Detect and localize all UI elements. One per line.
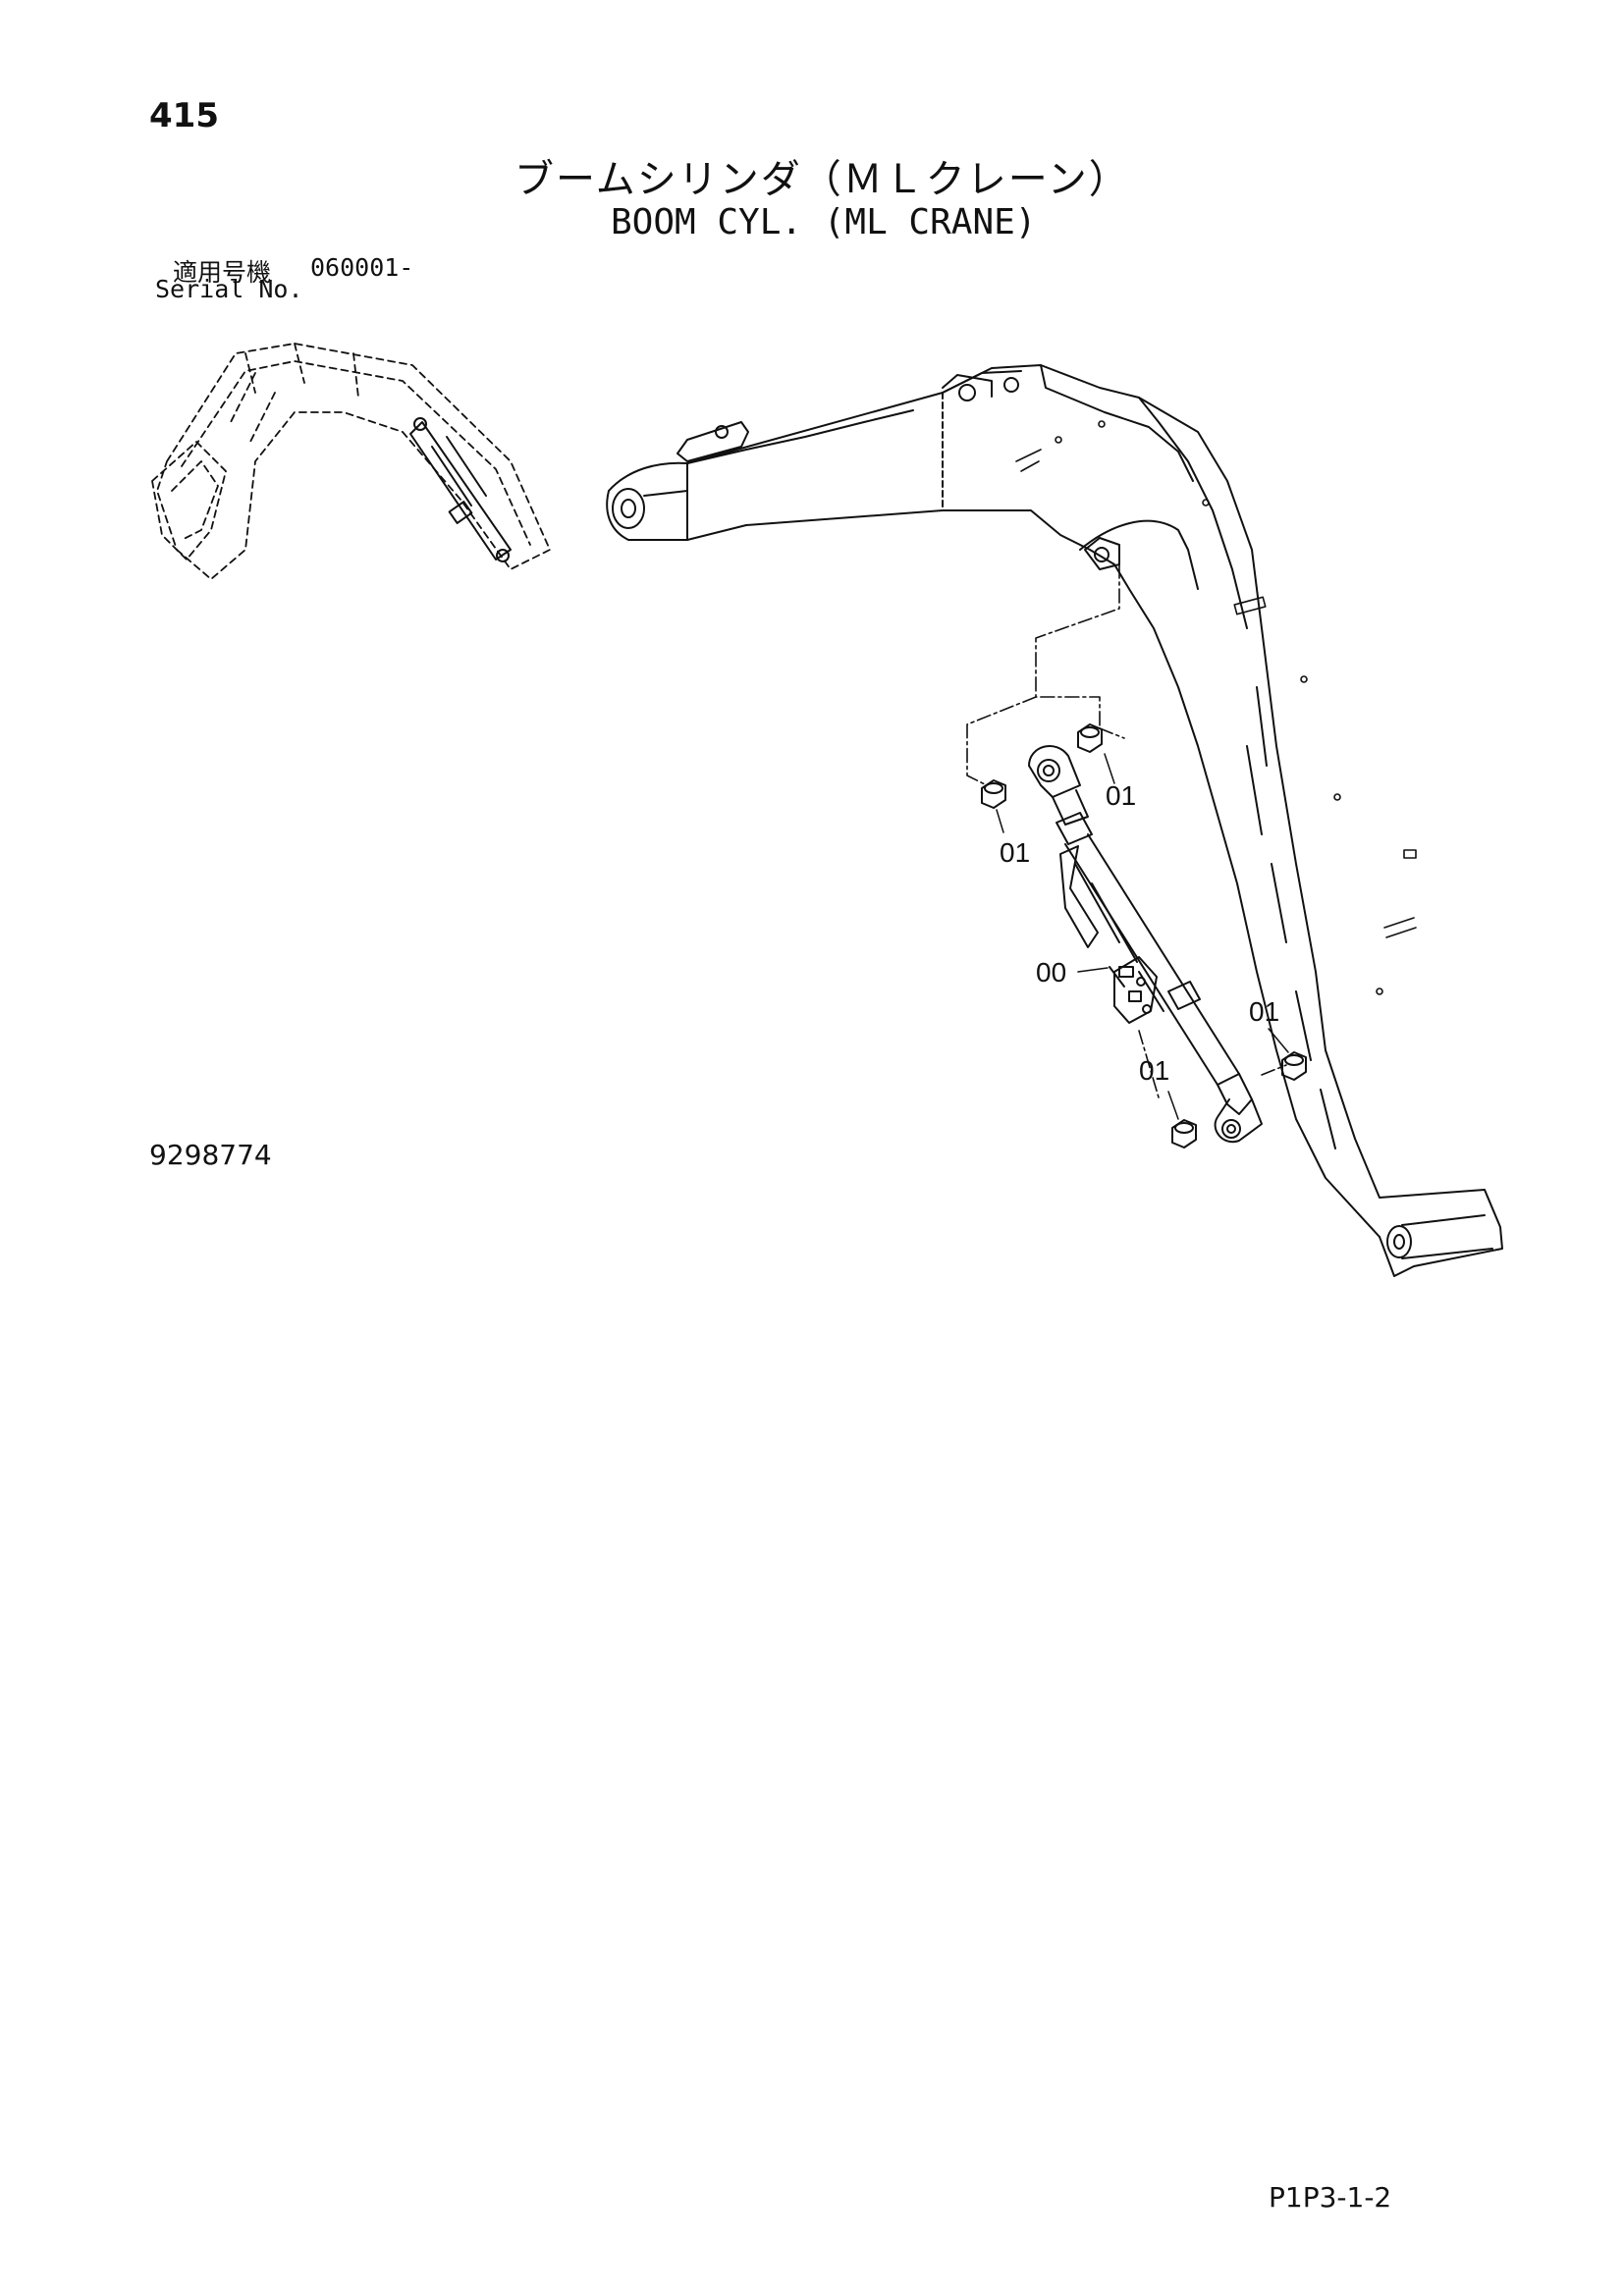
boom-side-details <box>1015 420 1417 995</box>
nut-upper-right <box>1077 723 1103 753</box>
boom-head-pin <box>612 488 688 529</box>
overview-cylinder <box>409 417 512 562</box>
page-number: 415 <box>149 96 219 135</box>
callout-01-upper-left: 01 <box>1000 837 1030 868</box>
callout-01-lower-right: 01 <box>1249 996 1279 1027</box>
callout-01-lower-left: 01 <box>1139 1055 1169 1086</box>
boom-cylinder-mount-bracket <box>1084 537 1120 570</box>
serial-label-english: Serial No. <box>155 275 303 303</box>
page-title-english: BOOM CYL. (ML CRANE) <box>611 202 1037 242</box>
serial-range: 060001- <box>310 253 414 282</box>
callout-leaders <box>996 753 1289 1120</box>
nut-lower-left <box>1171 1119 1197 1148</box>
page-title-japanese: ブームシリンダ（ＭＬクレーン） <box>514 157 1130 202</box>
nut-upper-left <box>981 779 1006 809</box>
boom-cylinder <box>1028 745 1263 1144</box>
arm-cylinder-bracket <box>677 374 1019 462</box>
boom-foot-pin <box>1386 1214 1493 1259</box>
drawing-number: 9298774 <box>149 1139 272 1171</box>
callout-00-cylinder: 00 <box>1036 957 1066 988</box>
nut-lower-right <box>1281 1051 1307 1081</box>
assembly-leader-lines <box>966 563 1287 1098</box>
serial-label-japanese: 適用号機 <box>173 258 272 287</box>
overview-boom-sketch <box>151 343 551 580</box>
boom-body <box>606 364 1503 1277</box>
page-code: P1P3-1-2 <box>1269 2181 1392 2214</box>
nut-parts <box>981 723 1307 1148</box>
callout-01-upper-right: 01 <box>1106 780 1136 811</box>
